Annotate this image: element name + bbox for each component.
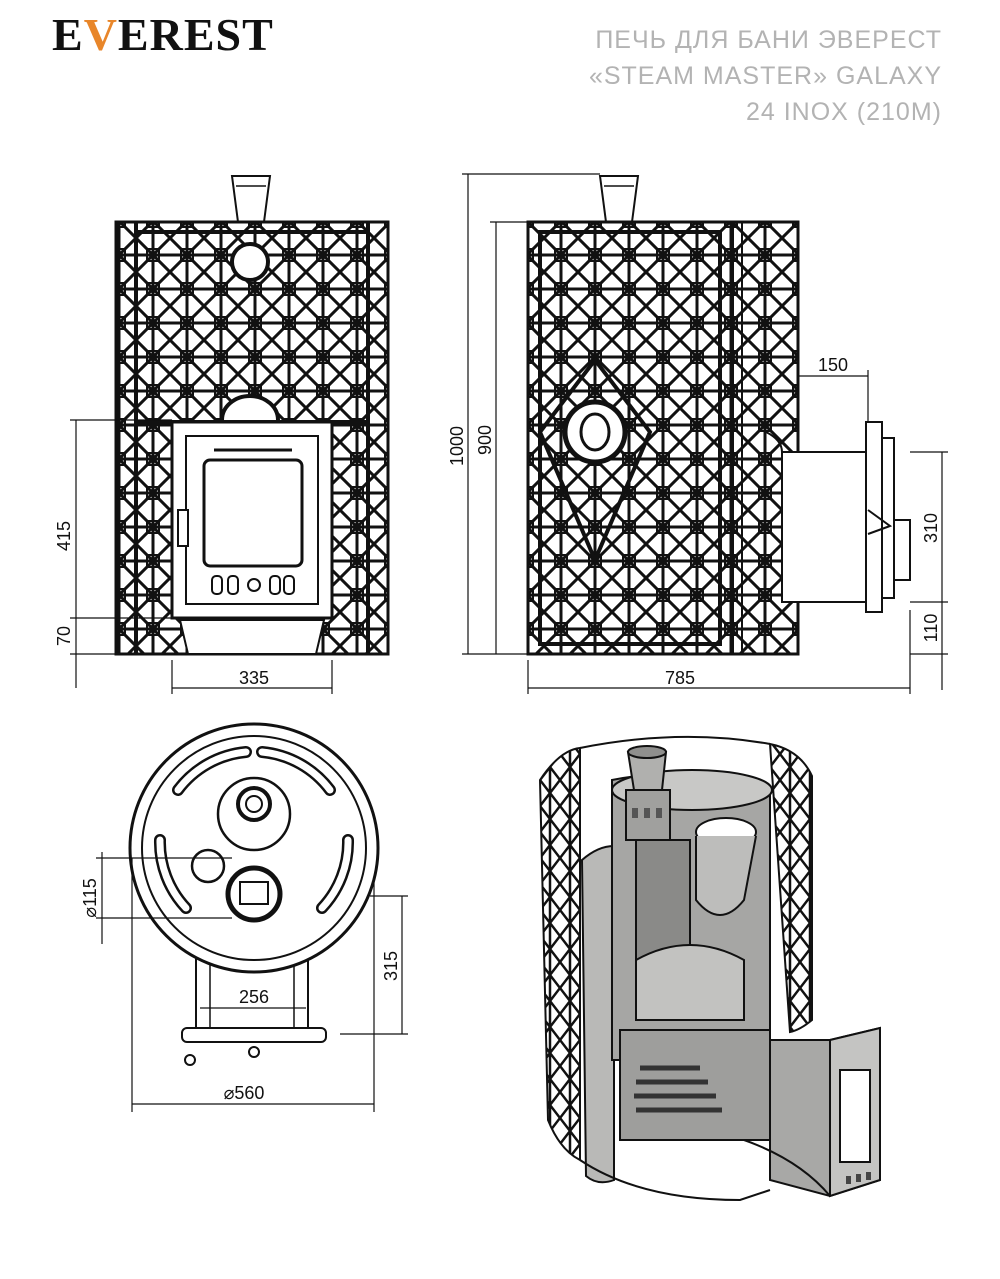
front-view bbox=[114, 175, 390, 656]
dim-top-tunnel-depth: 315 bbox=[381, 951, 401, 981]
dim-side-tunnel-height: 310 bbox=[921, 513, 941, 543]
logo-text-rest: EREST bbox=[117, 9, 274, 60]
dim-front-door-height: 415 bbox=[54, 521, 74, 551]
everest-logo: EVEREST bbox=[52, 12, 274, 58]
dim-side-tunnel-base: 110 bbox=[921, 614, 941, 643]
dim-side-tunnel-length: 150 bbox=[818, 355, 848, 375]
title-line-1: ПЕЧЬ ДЛЯ БАНИ ЭВЕРЕСТ bbox=[595, 26, 942, 54]
dim-top-body-diameter: ⌀560 bbox=[224, 1083, 265, 1103]
logo-text-e: E bbox=[52, 9, 84, 60]
dim-side-total-depth: 785 bbox=[665, 668, 695, 688]
title-line-2: «STEAM MASTER» GALAXY bbox=[588, 62, 942, 90]
dim-top-tunnel-width: 256 bbox=[239, 987, 269, 1007]
dim-side-total-height: 1000 bbox=[447, 426, 467, 466]
title-line-3: 24 INOX (210M) bbox=[745, 98, 942, 126]
side-view bbox=[526, 175, 911, 656]
top-view bbox=[128, 722, 380, 1066]
flame-icon: V bbox=[83, 9, 118, 60]
product-title: ПЕЧЬ ДЛЯ БАНИ ЭВЕРЕСТ «STEAM MASTER» GAL… bbox=[589, 22, 942, 130]
dim-top-flue-diameter: ⌀115 bbox=[80, 878, 100, 918]
front-dimensions bbox=[70, 419, 333, 694]
cutaway-3d-view bbox=[538, 735, 881, 1202]
dim-side-body-height: 900 bbox=[475, 425, 495, 455]
dim-front-base-height: 70 bbox=[54, 626, 74, 646]
side-dimensions bbox=[462, 173, 948, 694]
top-dimensions bbox=[96, 852, 408, 1112]
dim-front-door-width: 335 bbox=[239, 668, 269, 688]
